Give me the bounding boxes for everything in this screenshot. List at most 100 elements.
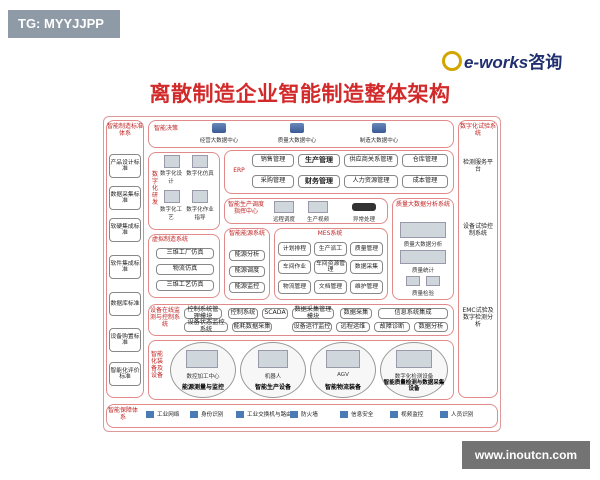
security-device-icon	[146, 411, 154, 418]
security-item: 视频监控	[390, 410, 423, 422]
security-device-icon	[236, 411, 244, 418]
erp-item: 生产管理	[298, 154, 340, 167]
quality-item: 质量大数据分析	[403, 242, 443, 248]
erp-item: 仓库管理	[402, 154, 448, 167]
rd-item: 数字化设计	[159, 171, 182, 185]
virtual-item: 物流仿真	[156, 264, 214, 275]
robot-thumb	[258, 350, 288, 368]
database-icon	[290, 123, 304, 133]
rd-label: 数字化研发	[151, 171, 158, 206]
diagram-title: 离散制造企业智能制造整体架构	[149, 82, 451, 106]
data-center: 制造大数据中心	[359, 138, 399, 144]
mes-item: 车间作业	[278, 260, 311, 274]
equipment-title: 机器人	[264, 374, 282, 380]
energy-item: 能源监控	[229, 282, 265, 293]
security-item: 信息安全	[340, 410, 373, 422]
erp-item: 人力资源管理	[344, 175, 398, 188]
monitoring-item: 控制系统	[228, 308, 258, 319]
virtual-item: 三维工厂仿真	[156, 248, 214, 259]
monitoring-sub: 数据分析	[414, 322, 448, 332]
rd-thumb	[164, 190, 180, 203]
smart-center-item: 生产视频	[306, 217, 329, 223]
equipment-label: 智能化装备及设备	[150, 351, 163, 379]
rd-block	[148, 152, 220, 230]
mes-item: 质量管理	[350, 242, 383, 256]
rd-item: 数字化作业指导	[186, 207, 214, 221]
logo-ring-icon	[442, 51, 462, 71]
security-item-label: 工业交换机与路由器	[247, 412, 298, 418]
security-item: 工业网络	[146, 410, 179, 422]
mes-item: 车间资源管理	[314, 260, 347, 274]
mes-item: 生产派工	[314, 242, 347, 256]
monitoring-sub: 设备状态监控系统	[184, 319, 228, 333]
standard-item: 数据采集标准	[109, 186, 141, 210]
monitoring-item: 信息系统集成	[378, 308, 448, 319]
testing-header: 数字化试验系统	[459, 123, 496, 137]
decision-label: 智能决策	[153, 125, 178, 132]
security-item: 防火墙	[290, 410, 318, 422]
standard-item: 智能化评价标准	[109, 362, 141, 386]
monitoring-item: 控制系统管理模块	[184, 306, 222, 319]
erp-item: 成本管理	[402, 175, 448, 188]
security-item-label: 身份识别	[201, 412, 224, 418]
rd-thumb	[164, 155, 180, 168]
energy-item: 能源调度	[229, 266, 265, 277]
inspection-thumb	[406, 276, 420, 286]
erp-item: 供应商关系管理	[344, 154, 398, 167]
security-device-icon	[190, 411, 198, 418]
security-item-label: 工业网络	[157, 412, 180, 418]
security-item-label: 防火墙	[301, 412, 318, 418]
machine-thumb	[186, 350, 218, 368]
data-center: 质量大数据中心	[277, 138, 317, 144]
rd-thumb	[192, 155, 208, 168]
monitoring-item: 数据采集	[340, 308, 372, 319]
security-device-icon	[340, 411, 348, 418]
equipment-caption: 能源测量与监控	[181, 384, 224, 391]
security-item: 人员识别	[440, 410, 473, 422]
source-tag: TG: MYYJJPP	[8, 10, 120, 38]
equipment-title: AGV	[337, 372, 349, 378]
data-center: 经营大数据中心	[199, 138, 239, 144]
erp-item: 销售管理	[252, 154, 294, 167]
standard-item: 产品设计标准	[109, 154, 141, 178]
database-icon	[372, 123, 386, 133]
testing-column	[458, 120, 498, 398]
monitoring-label: 设备在线监测与控制系统	[150, 307, 181, 328]
quality-item: 质量统计	[411, 268, 434, 274]
monitoring-sub: 能耗数据采集	[232, 322, 272, 332]
mes-item: 计划排程	[278, 242, 311, 256]
equipment-caption: 智能物流装备	[324, 384, 361, 391]
erp-item: 财务管理	[298, 175, 340, 188]
mes-item: 物流管理	[278, 280, 311, 294]
security-item-label: 人员识别	[451, 412, 474, 418]
energy-item: 能源分析	[229, 250, 265, 261]
database-icon	[212, 123, 226, 133]
security-device-icon	[440, 411, 448, 418]
smart-center-block	[224, 198, 388, 224]
standard-item: 软硬集成标准	[109, 218, 141, 242]
mes-item: 数据采集	[350, 260, 383, 274]
testing-item: 检测服务平台	[462, 159, 493, 173]
inspection-thumb	[426, 276, 440, 286]
standard-item: 设备购置标准	[109, 328, 141, 352]
standard-item: 数据库标准	[109, 292, 141, 316]
security-item-label: 视频监控	[401, 412, 424, 418]
equipment-title: 数控加工中心	[186, 374, 220, 380]
erp-item: 采购管理	[252, 175, 294, 188]
security-device-icon	[390, 411, 398, 418]
quality-item: 质量检验	[411, 291, 434, 297]
virtual-label: 虚拟制造系统	[152, 236, 189, 243]
monitoring-sub: 故障诊断	[374, 322, 410, 332]
equipment-caption: 智能质量检测与数据采集设备	[383, 380, 445, 393]
rd-item: 数字化工艺	[159, 207, 182, 221]
standard-item: 软件集成标准	[109, 255, 141, 279]
testing-item: EMC试验及数字检测分析	[462, 307, 494, 328]
inspection-device-thumb	[396, 350, 432, 368]
quality-label: 质量大数据分析系统	[395, 201, 450, 208]
alarm-light-icon	[352, 203, 376, 211]
energy-label: 智能能源系统	[228, 230, 265, 237]
agv-thumb	[326, 350, 360, 368]
monitoring-item: SCADA	[262, 308, 288, 319]
virtual-item: 三维工艺仿真	[156, 280, 214, 291]
monitoring-sub: 远程运维	[336, 322, 370, 332]
